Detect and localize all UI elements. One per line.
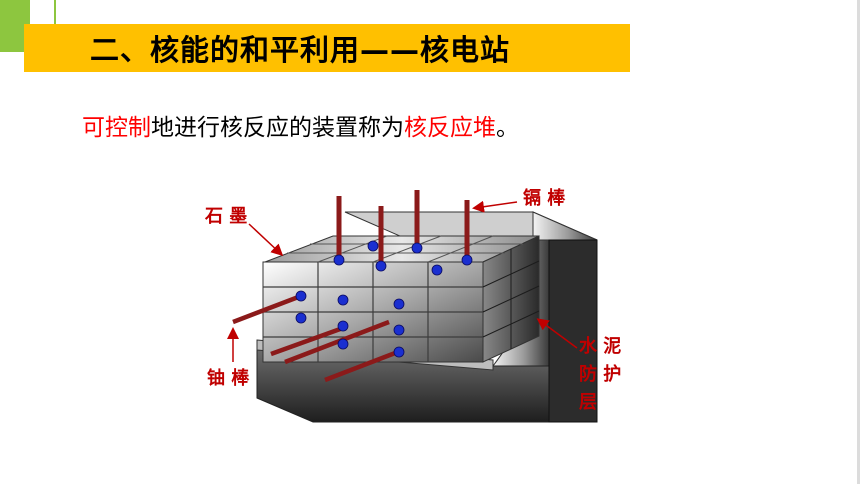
slide-title: 二、核能的和平利用——核电站 [90,33,511,67]
label-arrows [227,200,578,362]
uranium-rods [232,293,404,383]
definition-statement: 可控制地进行核反应的装置称为核反应堆。 [82,108,519,142]
title-bar: 二、核能的和平利用——核电站 [24,24,630,72]
statement-text: 地进行核反应的装置称为 [151,115,404,141]
reactor-illustration: 石 墨 镉 棒 铀 棒 水 泥 防 护 层 [204,187,621,423]
highlight-controllable: 可控制 [82,115,151,141]
label-graphite: 石 墨 [204,206,247,227]
label-concrete-line3: 层 [579,392,597,413]
highlight-reactor: 核反应堆 [404,115,496,141]
graphite-block-stack [262,235,540,363]
reactor-diagram: 石 墨 镉 棒 铀 棒 水 泥 防 护 层 [193,176,647,432]
slide-edge [857,0,860,484]
label-concrete-line2: 防 护 [579,363,621,385]
green-accent-line [54,0,56,26]
label-uranium-rod: 铀 棒 [207,367,250,389]
rod-contact-nodes [295,240,473,358]
label-concrete-line1: 水 泥 [579,335,621,357]
cadmium-rods [336,190,470,266]
label-cadmium-rod: 镉 棒 [523,187,566,209]
statement-period: 。 [496,115,519,141]
